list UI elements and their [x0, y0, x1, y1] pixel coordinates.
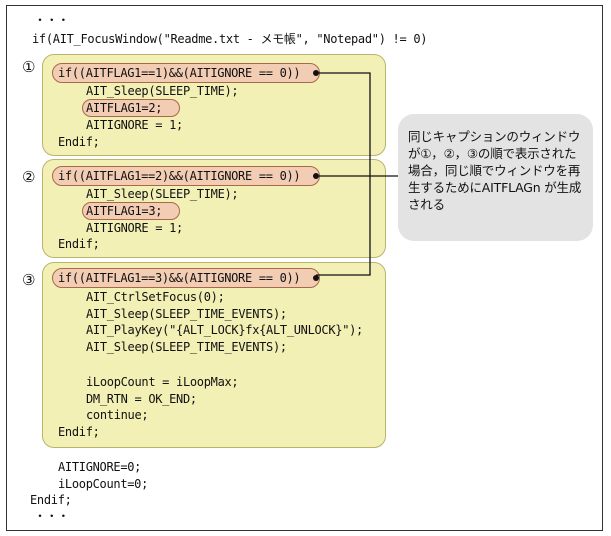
- block-2-flag-pill: [82, 202, 180, 220]
- block-3-marker: ③: [22, 271, 36, 289]
- block-1-marker: ①: [22, 58, 36, 76]
- block-1-endif: Endif;: [58, 135, 100, 149]
- ellipsis-top: ・・・: [34, 13, 70, 27]
- block-3-loopcount: iLoopCount = iLoopMax;: [86, 375, 239, 389]
- block-1-flag-pill: [82, 99, 180, 117]
- block-1-sleep: AIT_Sleep(SLEEP_TIME);: [86, 84, 239, 98]
- if-focus-window-line: if(AIT_FocusWindow("Readme.txt - メモ帳", "…: [32, 32, 428, 46]
- block-3-sleep-events-1: AIT_Sleep(SLEEP_TIME_EVENTS);: [86, 307, 287, 321]
- block-3-playkey: AIT_PlayKey("{ALT_LOCK}fx{ALT_UNLOCK}");: [86, 323, 363, 337]
- block-3-connector-dot: [313, 275, 319, 281]
- block-2-sleep: AIT_Sleep(SLEEP_TIME);: [86, 187, 239, 201]
- block-3-focus: AIT_CtrlSetFocus(0);: [86, 290, 225, 304]
- block-3-highlight: [42, 262, 386, 448]
- block-2-flag-set: AITFLAG1=3;: [86, 204, 163, 218]
- block-3-sleep-events-2: AIT_Sleep(SLEEP_TIME_EVENTS);: [86, 340, 287, 354]
- callout-box: [398, 114, 593, 241]
- loopcount-reset: iLoopCount=0;: [58, 477, 149, 491]
- block-1-ignore: AITIGNORE = 1;: [86, 118, 183, 132]
- outer-endif: Endif;: [30, 493, 72, 507]
- block-3-condition: if((AITFLAG1==3)&&(AITIGNORE == 0)): [58, 271, 301, 285]
- diagram-frame: [6, 5, 603, 531]
- block-3-condition-pill: [52, 268, 320, 288]
- block-1-flag-set: AITFLAG1=2;: [86, 101, 163, 115]
- block-2-ignore: AITIGNORE = 1;: [86, 221, 183, 235]
- block-2-marker: ②: [22, 168, 36, 186]
- callout-text: 同じキャプションのウィンドウが①，②，③の順で表示された場合，同じ順でウィンドウ…: [408, 129, 582, 212]
- ellipsis-bottom: ・・・: [34, 509, 70, 523]
- block-3-rtn: DM_RTN = OK_END;: [86, 392, 197, 406]
- block-2-endif: Endif;: [58, 237, 100, 251]
- block-3-continue: continue;: [86, 408, 149, 422]
- block-2-condition: if((AITFLAG1==2)&&(AITIGNORE == 0)): [58, 169, 301, 183]
- block-3-endif: Endif;: [58, 425, 100, 439]
- block-1-condition: if((AITFLAG1==1)&&(AITIGNORE == 0)): [58, 66, 301, 80]
- ignore-reset: AITIGNORE=0;: [58, 460, 142, 474]
- bracket-connector: [316, 72, 371, 276]
